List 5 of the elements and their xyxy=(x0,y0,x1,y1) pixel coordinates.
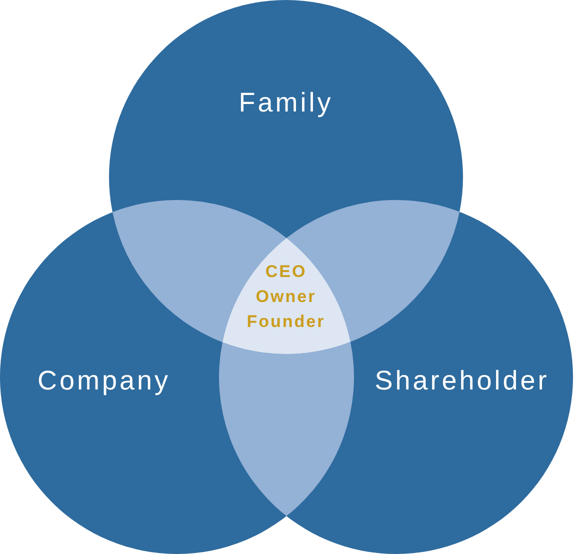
circle-label: Family xyxy=(238,88,334,118)
circle-label: Company xyxy=(37,366,171,396)
circle-label: Shareholder xyxy=(374,366,550,396)
center-label: CEO Owner Founder xyxy=(246,260,326,332)
overlap-region xyxy=(219,342,354,516)
